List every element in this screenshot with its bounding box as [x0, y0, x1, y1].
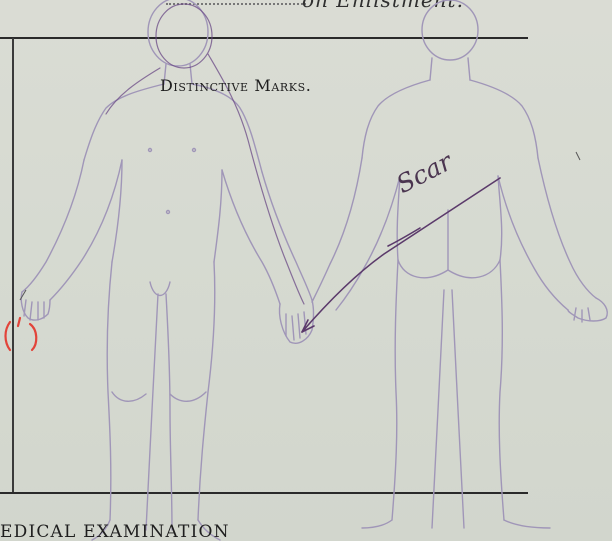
scar-arrow: [302, 178, 500, 332]
back-body-outline: [312, 0, 607, 528]
pencil-marks: [20, 152, 580, 300]
distinctive-marks-heading: Distinctive Marks.: [160, 76, 311, 95]
red-mark: [6, 318, 37, 350]
medical-examination-heading: EDICAL EXAMINATION: [0, 522, 230, 541]
ink-overlay-outline: [106, 4, 304, 304]
